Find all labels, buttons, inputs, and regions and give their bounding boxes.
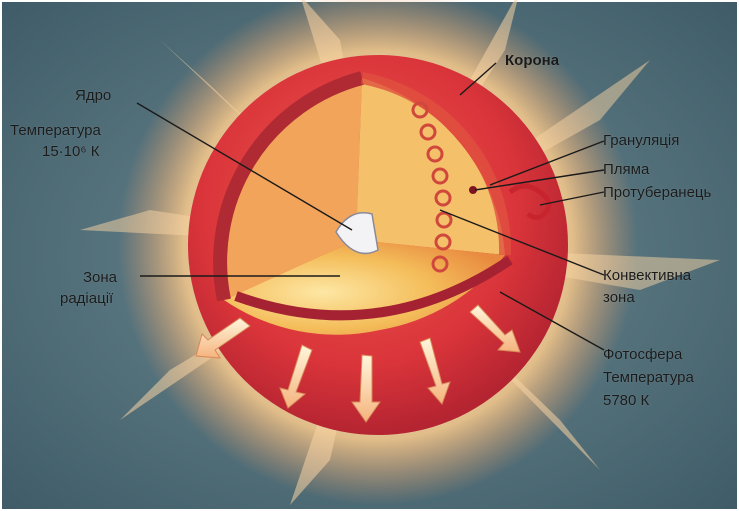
label-prominence: Протуберанець [603,183,711,202]
label-photosphere-temperature-title: Температура [603,368,694,387]
label-radiation-zone-1: Зона [83,268,117,287]
label-photosphere: Фотосфера [603,345,682,364]
label-convective-zone-2: зона [603,288,635,307]
label-corona: Корона [505,51,559,70]
label-core-temperature-value: 15·10⁶ К [42,142,99,161]
label-sunspot: Пляма [603,160,649,179]
label-core: Ядро [75,86,111,105]
label-convective-zone-1: Конвективна [603,266,691,285]
label-core-temperature-title: Температура [10,121,101,140]
label-granulation: Грануляція [603,131,679,150]
label-photosphere-temperature-value: 5780 К [603,391,649,410]
label-radiation-zone-2: радіації [60,289,113,308]
